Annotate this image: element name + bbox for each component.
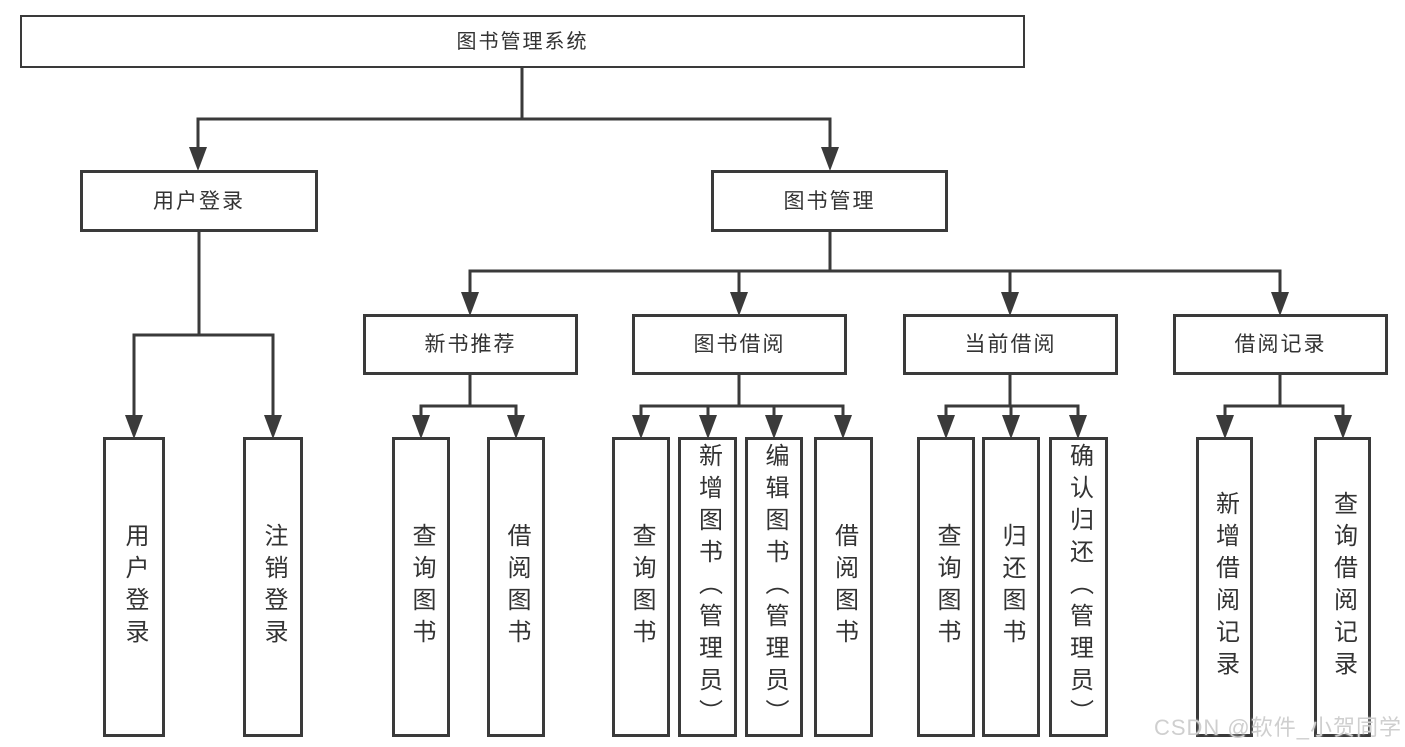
arrowheads bbox=[125, 147, 1352, 439]
arrow-down-icon bbox=[821, 147, 839, 171]
node-current-borrow: 当前借阅 bbox=[903, 314, 1118, 375]
leaf-return-books: 归还图书 bbox=[982, 437, 1040, 737]
node-book-borrow: 图书借阅 bbox=[632, 314, 847, 375]
leaf-user-login: 用户登录 bbox=[103, 437, 165, 737]
arrow-down-icon bbox=[937, 415, 955, 439]
arrow-down-icon bbox=[507, 415, 525, 439]
arrow-down-icon bbox=[765, 415, 783, 439]
arrow-down-icon bbox=[412, 415, 430, 439]
arrow-down-icon bbox=[264, 415, 282, 439]
leaf-edit-book-admin: 编辑图书（管理员） bbox=[745, 437, 803, 737]
leaf-query-books-borrow: 查询图书 bbox=[612, 437, 670, 737]
arrow-down-icon bbox=[189, 147, 207, 171]
node-borrow-records: 借阅记录 bbox=[1173, 314, 1388, 375]
node-new-book-recommend: 新书推荐 bbox=[363, 314, 578, 375]
arrow-down-icon bbox=[632, 415, 650, 439]
connector-currentborrow-to-leaves bbox=[944, 373, 1080, 419]
leaf-add-borrow-record: 新增借阅记录 bbox=[1196, 437, 1253, 737]
arrow-down-icon bbox=[125, 415, 143, 439]
arrow-down-icon bbox=[699, 415, 717, 439]
arrow-down-icon bbox=[461, 292, 479, 316]
arrow-down-icon bbox=[834, 415, 852, 439]
leaf-confirm-return-admin: 确认归还（管理员） bbox=[1049, 437, 1108, 737]
connector-newbook-to-leaves bbox=[419, 373, 518, 419]
leaf-logout: 注销登录 bbox=[243, 437, 303, 737]
leaf-query-books-recommend: 查询图书 bbox=[392, 437, 450, 737]
node-book-management: 图书管理 bbox=[711, 170, 948, 232]
arrow-down-icon bbox=[1069, 415, 1087, 439]
arrow-down-icon bbox=[1002, 415, 1020, 439]
watermark: CSDN @软件_小贺同学 bbox=[1153, 715, 1402, 740]
leaf-query-books-current: 查询图书 bbox=[917, 437, 975, 737]
node-root: 图书管理系统 bbox=[20, 15, 1025, 68]
leaf-borrow-books: 借阅图书 bbox=[814, 437, 873, 737]
connector-userlogin-to-leaves bbox=[132, 230, 275, 419]
arrow-down-icon bbox=[1334, 415, 1352, 439]
node-user-login: 用户登录 bbox=[80, 170, 318, 232]
arrow-down-icon bbox=[730, 292, 748, 316]
arrow-down-icon bbox=[1271, 292, 1289, 316]
connector-bookborrow-to-leaves bbox=[639, 373, 845, 419]
leaf-add-book-admin: 新增图书（管理员） bbox=[678, 437, 737, 737]
leaf-query-borrow-record: 查询借阅记录 bbox=[1314, 437, 1371, 737]
connector-borrowrecords-to-leaves bbox=[1223, 373, 1345, 419]
leaf-borrow-books-recommend: 借阅图书 bbox=[487, 437, 545, 737]
arrow-down-icon bbox=[1216, 415, 1234, 439]
connector-root-to-level2 bbox=[196, 66, 832, 151]
connector-bookmgmt-to-level3 bbox=[468, 230, 1282, 296]
arrow-down-icon bbox=[1001, 292, 1019, 316]
